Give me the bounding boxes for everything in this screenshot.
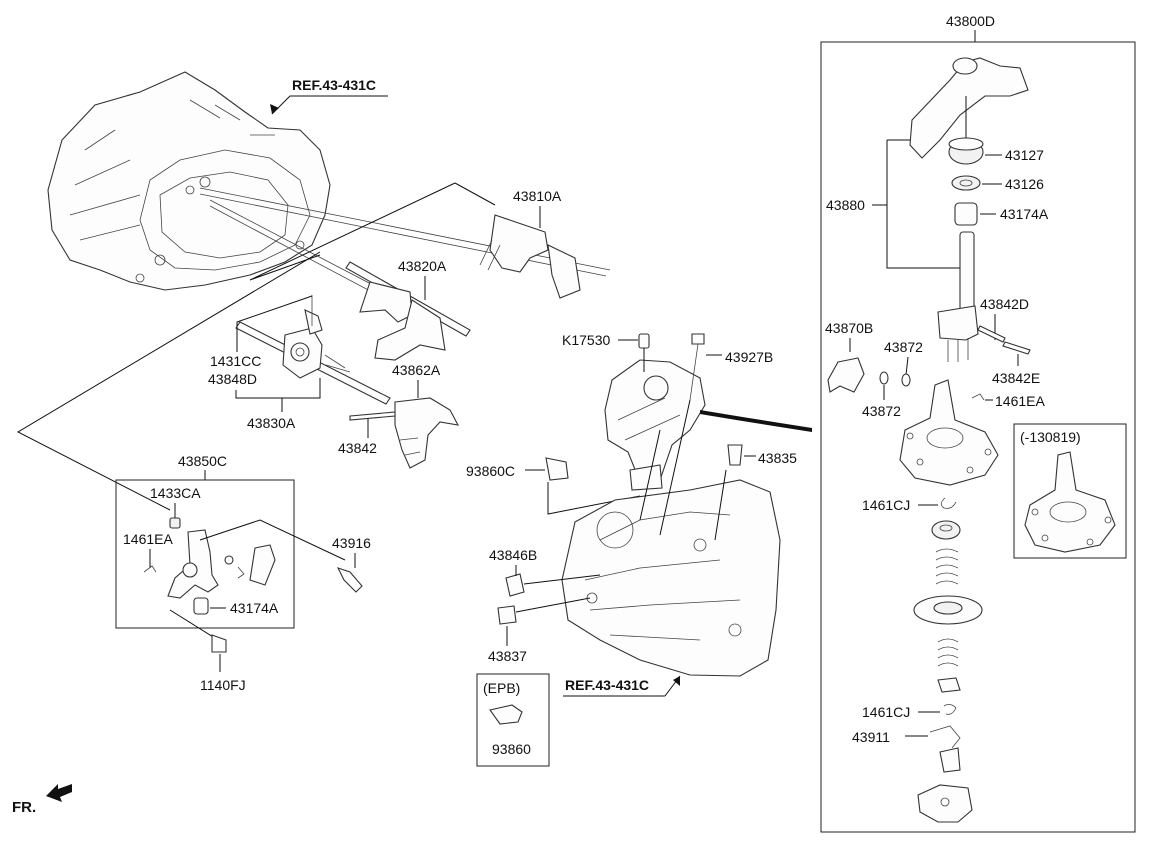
shift-fork-43862A: 43862A bbox=[392, 362, 460, 469]
label-43872-a: 43872 bbox=[884, 339, 923, 355]
label-93860C: 93860C bbox=[466, 463, 515, 479]
label-1461CJ-b: 1461CJ bbox=[862, 704, 910, 720]
label-43842E: 43842E bbox=[992, 370, 1040, 386]
label-43846B: 43846B bbox=[489, 547, 537, 563]
label-43835: 43835 bbox=[758, 450, 797, 466]
label-43848D: 43848D bbox=[208, 371, 257, 387]
pin-43842: 43842 bbox=[338, 411, 396, 456]
label-43174A-right: 43174A bbox=[1000, 206, 1049, 222]
bolt-43916: 43916 bbox=[332, 535, 371, 593]
label-43126: 43126 bbox=[1005, 176, 1044, 192]
ref-bottom-text: REF.43-431C bbox=[565, 677, 649, 693]
label-epb: (EPB) bbox=[483, 680, 520, 696]
label-43927B: 43927B bbox=[725, 349, 773, 365]
transmission-case-lower bbox=[561, 399, 781, 677]
epb-sensor-box: (EPB) 93860 bbox=[476, 673, 550, 767]
bolt-1140FJ: 1140FJ bbox=[200, 634, 246, 693]
label-43872-b: 43872 bbox=[862, 403, 901, 419]
shift-lug-assembly bbox=[282, 295, 351, 379]
leader-1431CC bbox=[236, 295, 313, 352]
label-variant: (-130819) bbox=[1020, 429, 1081, 445]
control-lever-group: 43850C 1433CA 1461EA 43174A bbox=[115, 453, 346, 641]
bolt-43837: 43837 bbox=[488, 597, 591, 664]
label-front: FR. bbox=[12, 799, 36, 816]
ref-top-text: REF.43-431C bbox=[292, 77, 376, 93]
leader-43848D bbox=[235, 378, 321, 399]
label-1461EA-left: 1461EA bbox=[123, 531, 173, 547]
shift-fork-43810A: 43810A bbox=[479, 188, 581, 299]
label-43820A: 43820A bbox=[398, 258, 447, 274]
ref-label-bottom: REF.43-431C bbox=[563, 675, 681, 697]
ref-label-top: REF.43-431C bbox=[270, 77, 388, 115]
transmission-case-upper bbox=[47, 71, 331, 291]
label-1140FJ: 1140FJ bbox=[200, 677, 246, 693]
label-43830A: 43830A bbox=[247, 415, 296, 431]
label-43911: 43911 bbox=[852, 729, 890, 745]
sensor-93860C: 93860C bbox=[466, 457, 641, 515]
label-93860: 93860 bbox=[492, 741, 531, 757]
label-43800D: 43800D bbox=[946, 13, 995, 29]
label-43842: 43842 bbox=[338, 440, 377, 456]
label-43862A: 43862A bbox=[392, 362, 441, 378]
label-1461EA-right: 1461EA bbox=[995, 393, 1045, 409]
front-arrow-icon bbox=[46, 784, 72, 802]
label-43810A: 43810A bbox=[513, 188, 562, 204]
label-43850C: 43850C bbox=[178, 453, 227, 469]
label-43842D: 43842D bbox=[980, 296, 1029, 312]
label-1461CJ-a: 1461CJ bbox=[862, 497, 910, 513]
shift-fork-43820A: 43820A bbox=[359, 258, 447, 361]
label-43916: 43916 bbox=[332, 535, 371, 551]
leader-case-to-lever bbox=[16, 251, 321, 511]
front-direction-marker: FR. bbox=[12, 784, 72, 816]
label-43870B: 43870B bbox=[825, 320, 873, 336]
label-43127: 43127 bbox=[1005, 147, 1044, 163]
part-K17530: K17530 bbox=[562, 332, 650, 372]
label-43174A-left: 43174A bbox=[230, 600, 279, 616]
shift-housing bbox=[604, 359, 706, 491]
label-43880: 43880 bbox=[826, 197, 865, 213]
right-assembly-panel: 43800D 43127 43126 43174A 43880 43842D 4 bbox=[820, 13, 1136, 833]
pointer-to-panel bbox=[700, 410, 812, 432]
plug-43835: 43835 bbox=[727, 444, 797, 466]
label-1431CC: 1431CC bbox=[210, 353, 261, 369]
label-1433CA: 1433CA bbox=[150, 485, 201, 501]
bolt-43927B: 43927B bbox=[689, 333, 773, 401]
part-43846B: 43846B bbox=[489, 547, 601, 597]
label-K17530: K17530 bbox=[562, 332, 610, 348]
label-43837: 43837 bbox=[488, 648, 527, 664]
